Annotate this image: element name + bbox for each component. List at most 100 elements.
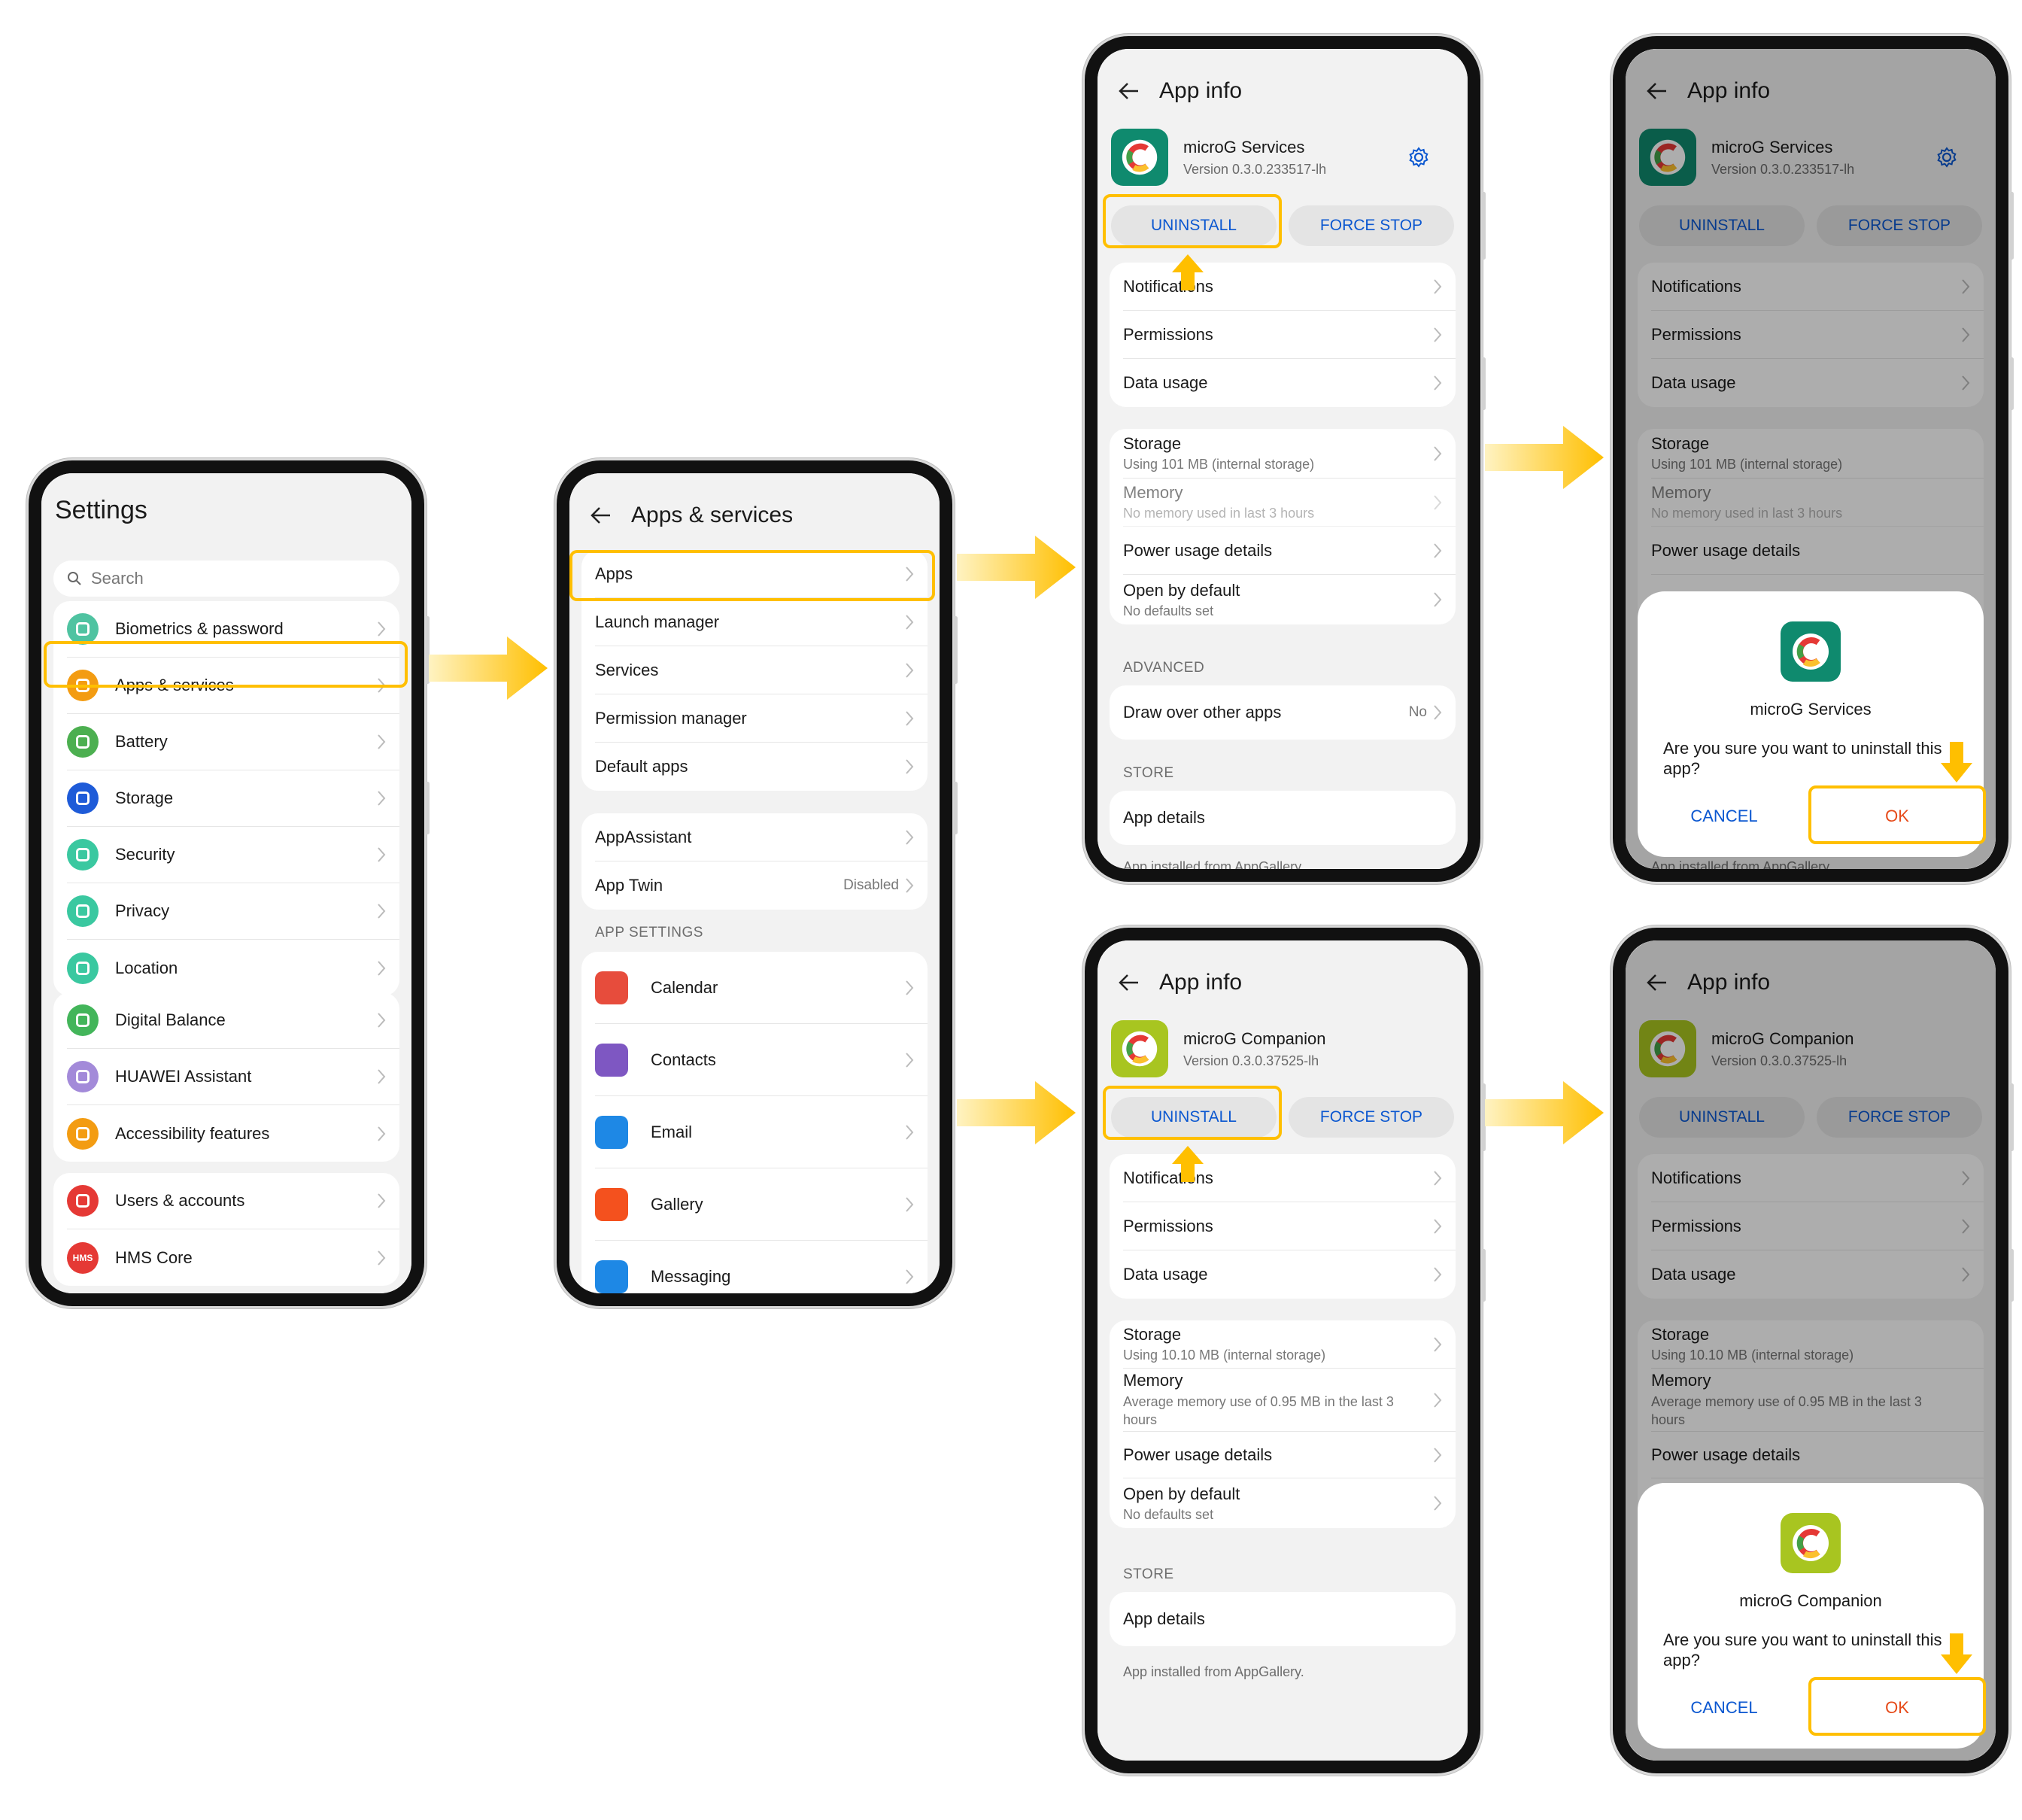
cancel-button[interactable]: CANCEL: [1690, 1698, 1758, 1717]
search-input[interactable]: Search: [53, 561, 399, 597]
back-arrow-icon[interactable]: [1116, 77, 1143, 105]
app-name: microG Companion: [1711, 1028, 1854, 1048]
list-item-notifications[interactable]: Notifications: [1123, 263, 1456, 311]
calendar-icon: [595, 971, 628, 1004]
section-store: STORE: [1123, 765, 1174, 781]
hms-icon: HMS: [67, 1241, 99, 1274]
list-item-data-usage[interactable]: Data usage: [1123, 1250, 1456, 1299]
item-label: Email: [651, 1122, 693, 1141]
privacy-icon: [67, 895, 99, 927]
list-item-default-apps[interactable]: Default apps: [595, 743, 928, 791]
list-item-services[interactable]: Services: [595, 646, 928, 694]
highlight-apps: [569, 550, 935, 601]
list-item-notifications[interactable]: Notifications: [1123, 1154, 1456, 1202]
draw-over-row[interactable]: Draw over other apps No: [1123, 685, 1456, 740]
settings-item-battery[interactable]: Battery: [67, 714, 399, 770]
chevron-right-icon: [1434, 1447, 1442, 1463]
cancel-button[interactable]: CANCEL: [1690, 807, 1758, 825]
power-usage-row[interactable]: Power usage details: [1651, 1432, 1984, 1478]
app-item-email[interactable]: Email: [595, 1096, 928, 1168]
list-item-notifications[interactable]: Notifications: [1651, 263, 1984, 311]
chevron-right-icon: [1434, 445, 1442, 461]
app-item-messaging[interactable]: Messaging: [595, 1241, 928, 1293]
list-item-permissions[interactable]: Permissions: [1123, 311, 1456, 359]
settings-item-privacy[interactable]: Privacy: [67, 883, 399, 940]
chevron-right-icon: [378, 1013, 386, 1028]
back-arrow-icon[interactable]: [1644, 969, 1671, 996]
highlight-uninstall-services: [1103, 194, 1282, 248]
list-item-data-usage[interactable]: Data usage: [1123, 359, 1456, 407]
contacts-icon: [595, 1043, 628, 1077]
list-item-permissions[interactable]: Permissions: [1123, 1202, 1456, 1250]
list-item-data-usage[interactable]: Data usage: [1651, 1250, 1984, 1299]
memory-label: Memory: [1651, 483, 1711, 502]
item-label: Biometrics & password: [115, 619, 284, 638]
settings-item-security[interactable]: Security: [67, 827, 399, 883]
uninstall-button[interactable]: UNINSTALL: [1111, 1097, 1277, 1138]
power-usage-row[interactable]: Power usage details: [1123, 527, 1456, 575]
app-version: Version 0.3.0.37525-lh: [1183, 1053, 1319, 1068]
settings-item-digital-balance[interactable]: Digital Balance: [67, 992, 399, 1049]
open-default-sub: No defaults set: [1123, 603, 1214, 618]
settings-item-users-accounts[interactable]: Users & accounts: [67, 1173, 399, 1229]
force-stop-button[interactable]: FORCE STOP: [1817, 205, 1982, 246]
force-stop-button[interactable]: FORCE STOP: [1289, 205, 1454, 246]
uninstall-button[interactable]: UNINSTALL: [1639, 205, 1805, 246]
ok-button[interactable]: OK: [1885, 1698, 1909, 1717]
page-title: App info: [1687, 970, 1771, 995]
force-stop-button[interactable]: FORCE STOP: [1289, 1097, 1454, 1138]
back-arrow-icon[interactable]: [587, 502, 615, 529]
settings-item-huawei-assistant[interactable]: HUAWEI Assistant: [67, 1049, 399, 1105]
list-item-permissions[interactable]: Permissions: [1651, 311, 1984, 359]
app-details-row[interactable]: App details: [1123, 1592, 1456, 1646]
key-icon: [67, 613, 99, 645]
settings-item-storage[interactable]: Storage: [67, 770, 399, 827]
uninstall-button[interactable]: UNINSTALL: [1111, 205, 1277, 246]
list-item-notifications[interactable]: Notifications: [1651, 1154, 1984, 1202]
item-label: Default apps: [595, 757, 688, 776]
chevron-right-icon: [906, 980, 914, 995]
volume-button: [2010, 1083, 2014, 1151]
app-item-gallery[interactable]: Gallery: [595, 1168, 928, 1241]
settings-item-accessibility-features[interactable]: Accessibility features: [67, 1105, 399, 1162]
flow-arrow-icon: [957, 536, 1076, 599]
list-item-data-usage[interactable]: Data usage: [1651, 359, 1984, 407]
power-usage-row[interactable]: Power usage details: [1123, 1432, 1456, 1478]
app-item-calendar[interactable]: Calendar: [595, 952, 928, 1024]
settings-item-location[interactable]: Location: [67, 940, 399, 996]
app-details-row[interactable]: App details: [1123, 791, 1456, 845]
services-dialog-screen: App info microG Services Version 0.3.0.2…: [1626, 49, 1996, 869]
force-stop-button[interactable]: FORCE STOP: [1817, 1097, 1982, 1138]
back-arrow-icon[interactable]: [1644, 77, 1671, 105]
power-usage-row[interactable]: Power usage details: [1651, 527, 1984, 575]
gear-icon[interactable]: [1935, 146, 1958, 169]
settings-item-biometrics-password[interactable]: Biometrics & password: [67, 601, 399, 658]
section-app-settings: APP SETTINGS: [595, 925, 703, 940]
ok-button[interactable]: OK: [1885, 807, 1909, 825]
list-item-apps[interactable]: Apps: [595, 550, 928, 598]
gear-icon[interactable]: [1407, 146, 1430, 169]
back-arrow-icon[interactable]: [1116, 969, 1143, 996]
uninstall-button[interactable]: UNINSTALL: [1639, 1097, 1805, 1138]
list-item-permission-manager[interactable]: Permission manager: [595, 694, 928, 743]
list-item-appassistant[interactable]: AppAssistant: [595, 813, 928, 861]
list-item-permissions[interactable]: Permissions: [1651, 1202, 1984, 1250]
list-item-launch-manager[interactable]: Launch manager: [595, 598, 928, 646]
item-label: Notifications: [1123, 1168, 1213, 1187]
page-title: Settings: [55, 496, 147, 524]
app-item-contacts[interactable]: Contacts: [595, 1024, 928, 1096]
search-placeholder: Search: [91, 569, 144, 588]
storage-label: Storage: [1651, 434, 1710, 453]
